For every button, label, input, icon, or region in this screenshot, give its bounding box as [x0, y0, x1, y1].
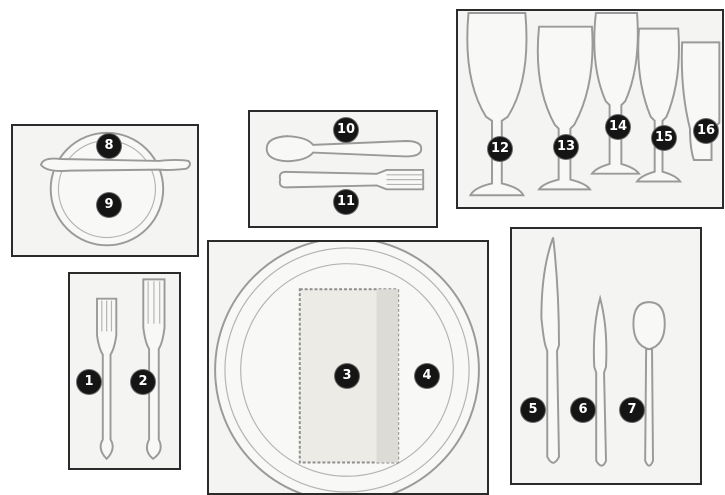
white-wine-glass-icon: [592, 13, 639, 174]
sherry-glass-icon: [637, 29, 680, 182]
water-goblet-icon: [467, 13, 526, 195]
marker-13: 13: [554, 135, 578, 159]
marker-11: 11: [334, 190, 358, 214]
marker-14: 14: [606, 115, 630, 139]
marker-15: 15: [652, 126, 676, 150]
dinner-plate-panel: 3 4: [207, 240, 489, 495]
marker-9: 9: [97, 193, 121, 217]
red-wine-glass-icon: [538, 27, 593, 190]
marker-1: 1: [77, 370, 101, 394]
cordial-glass-icon: [682, 42, 720, 160]
marker-10: 10: [334, 118, 358, 142]
marker-7: 7: [620, 398, 644, 422]
marker-4: 4: [415, 364, 439, 388]
glasses-illustration: [458, 11, 722, 207]
marker-8: 8: [97, 134, 121, 158]
teaspoon-icon: [633, 302, 664, 349]
marker-3: 3: [335, 364, 359, 388]
dessert-utensils-panel: 10 11: [248, 110, 438, 228]
marker-6: 6: [571, 398, 595, 422]
knives-spoon-panel: 5 6 7: [510, 227, 702, 485]
marker-12: 12: [488, 137, 512, 161]
marker-5: 5: [521, 398, 545, 422]
dinner-knife-icon: [541, 238, 559, 463]
knives-spoon-illustration: [512, 229, 700, 483]
marker-2: 2: [131, 370, 155, 394]
forks-panel: 1 2: [68, 272, 181, 470]
marker-16: 16: [694, 119, 718, 143]
butter-knife-icon: [41, 159, 190, 171]
bread-plate-panel: 8 9: [11, 124, 199, 257]
glasses-panel: 12 13 14 15 16: [456, 9, 724, 209]
salad-knife-icon: [594, 298, 607, 465]
